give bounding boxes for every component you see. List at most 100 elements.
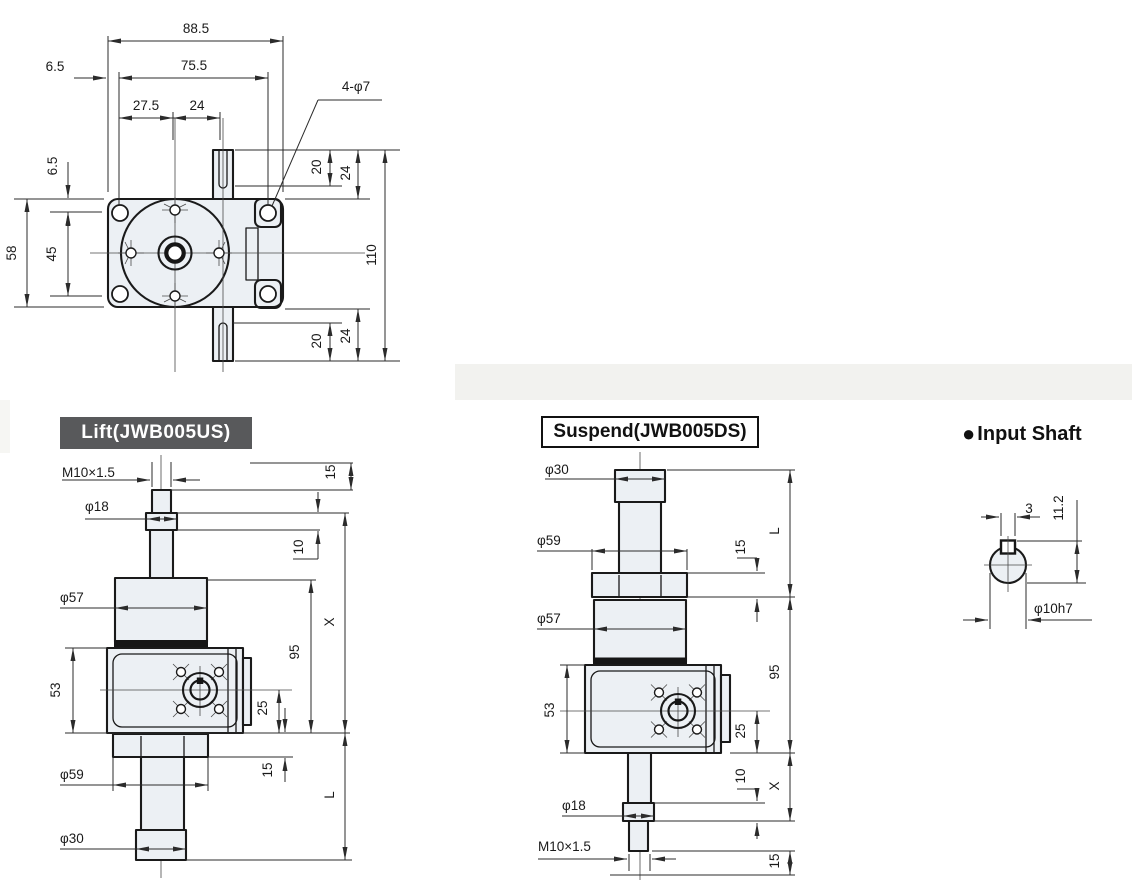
suspend-screw: [691, 724, 703, 735]
dim-suspend-housing-dia: φ57: [537, 611, 561, 626]
dim-hole-to-center: 27.5: [133, 98, 159, 113]
dim-lift-flange-dia: φ59: [60, 767, 84, 782]
suspend-tube: [617, 500, 663, 575]
flange-hole-crosshairs: [118, 197, 232, 309]
bullet-icon: ●: [962, 421, 976, 446]
flange-hole: [125, 247, 137, 259]
flange-hole: [169, 290, 181, 302]
suspend-housing: [592, 598, 688, 664]
dim-key-width: 3: [1025, 501, 1033, 516]
dim-suspend-body-h: 53: [542, 702, 557, 717]
dim-lift-travel: X: [322, 617, 337, 626]
input-shaft-centerlines: [984, 536, 1032, 592]
dim-suspend-closed-len: L: [767, 527, 782, 535]
suspend-section-title: Suspend(JWB005DS): [541, 416, 759, 448]
dim-suspend-tube-dia: φ30: [545, 462, 569, 477]
suspend-title-label: Suspend(JWB005DS): [553, 421, 747, 442]
suspend-joint-lines: [705, 665, 715, 753]
lift-inner-contour: [112, 653, 238, 728]
dim-suspend-collar-dia: φ18: [562, 798, 586, 813]
suspend-inner-contour: [590, 670, 716, 748]
suspend-screw: [691, 687, 703, 698]
lift-joint-lines: [227, 648, 237, 733]
dim-hole-span: 75.5: [181, 58, 207, 73]
dim-shaft-top-a: 20: [309, 159, 324, 174]
lift-section-title: Lift(JWB005US): [60, 417, 252, 449]
lift-title-label: Lift(JWB005US): [81, 422, 231, 443]
lift-flange: [111, 732, 210, 759]
dim-lift-worm-offset: 25: [255, 700, 270, 715]
dim-lift-collar-len: 10: [291, 539, 306, 554]
dim-v-holes: 45: [44, 246, 59, 261]
lift-screw: [175, 666, 187, 678]
dim-center-to-shaft: 24: [189, 98, 205, 113]
lift-view: M10×1.5 φ18 φ57 φ59 φ30 15 10 X 95 53 25…: [48, 455, 354, 878]
dim-shaft-bot-b: 24: [338, 328, 353, 344]
suspend-screw: [653, 724, 665, 735]
mount-hole: [111, 285, 129, 303]
suspend-dimension-lines: [537, 469, 795, 876]
background-sliver: [0, 400, 10, 453]
suspend-mount-tab: [719, 673, 732, 744]
lift-input-key: [196, 677, 204, 684]
dim-shaft-length: 110: [364, 244, 379, 266]
dim-corner-holes: 4-φ7: [342, 79, 370, 94]
dim-shaft-top-b: 24: [338, 165, 353, 181]
lift-stud: [150, 488, 173, 515]
lift-screw: [213, 666, 225, 678]
lift-input-shaft-boss: [181, 671, 219, 709]
lift-mount-tab: [241, 656, 253, 727]
suspend-stud: [627, 819, 650, 853]
lift-locknut: [114, 640, 208, 650]
input-shaft-section-title: ● Input Shaft: [962, 421, 1082, 447]
lift-tube-silhouette: [140, 736, 185, 757]
dim-key-height: 11.2: [1051, 495, 1066, 520]
lift-screw-shank: [148, 528, 175, 580]
input-shaft-view: 3 11.2 φ10h7: [963, 495, 1092, 629]
suspend-input-key: [674, 698, 682, 705]
dim-lift-tip: 15: [323, 464, 338, 479]
background-band: [455, 364, 1132, 400]
dim-v-overall: 58: [4, 245, 19, 260]
mount-hole: [111, 204, 129, 222]
dim-suspend-flange-t: 15: [733, 539, 748, 554]
pad-bottom-right: [253, 278, 283, 310]
suspend-gearbox-body: [583, 663, 723, 755]
suspend-flange: [590, 571, 689, 599]
suspend-input-shaft-boss: [659, 692, 697, 730]
dim-suspend-base: 95: [767, 664, 782, 679]
lift-dimension-lines: [60, 462, 354, 861]
dim-lift-housing-dia: φ57: [60, 590, 84, 605]
dim-lift-base: 95: [287, 644, 302, 659]
dim-lift-thread: M10×1.5: [62, 465, 115, 480]
lift-collar: [144, 511, 179, 532]
suspend-locknut: [593, 657, 687, 667]
hub-bore: [164, 242, 186, 264]
dim-lift-tube-dia: φ30: [60, 831, 84, 846]
mount-hole: [259, 285, 277, 303]
channel: [245, 227, 259, 281]
dim-overall-width: 88.5: [183, 21, 209, 36]
lift-screw: [175, 703, 187, 715]
dim-v-offset: 6.5: [45, 157, 60, 176]
dim-suspend-tip: 15: [767, 853, 782, 868]
dim-suspend-thread: M10×1.5: [538, 839, 591, 854]
lift-gearbox-body: [105, 646, 245, 735]
suspend-screw-shank: [626, 751, 653, 805]
dim-lift-body-h: 53: [48, 682, 63, 697]
top-view-dimension-lines: [14, 36, 400, 362]
dim-suspend-travel: X: [767, 781, 782, 790]
dim-suspend-worm-offset: 25: [733, 723, 748, 738]
dim-lift-collar-dia: φ18: [85, 499, 109, 514]
dim-lift-flange-t: 15: [260, 762, 275, 777]
dim-suspend-collar-len: 10: [733, 768, 748, 783]
hub-ring: [157, 235, 193, 271]
dim-shaft-bot-a: 20: [309, 333, 324, 348]
lift-screw: [213, 703, 225, 715]
flange-hole: [169, 204, 181, 216]
input-shaft-dimension-lines: [963, 500, 1092, 629]
input-shaft-title-label: Input Shaft: [977, 422, 1082, 445]
top-view: 88.5 6.5 75.5 27.5 24 4-φ7 6.5 45 58 20 …: [4, 21, 400, 372]
